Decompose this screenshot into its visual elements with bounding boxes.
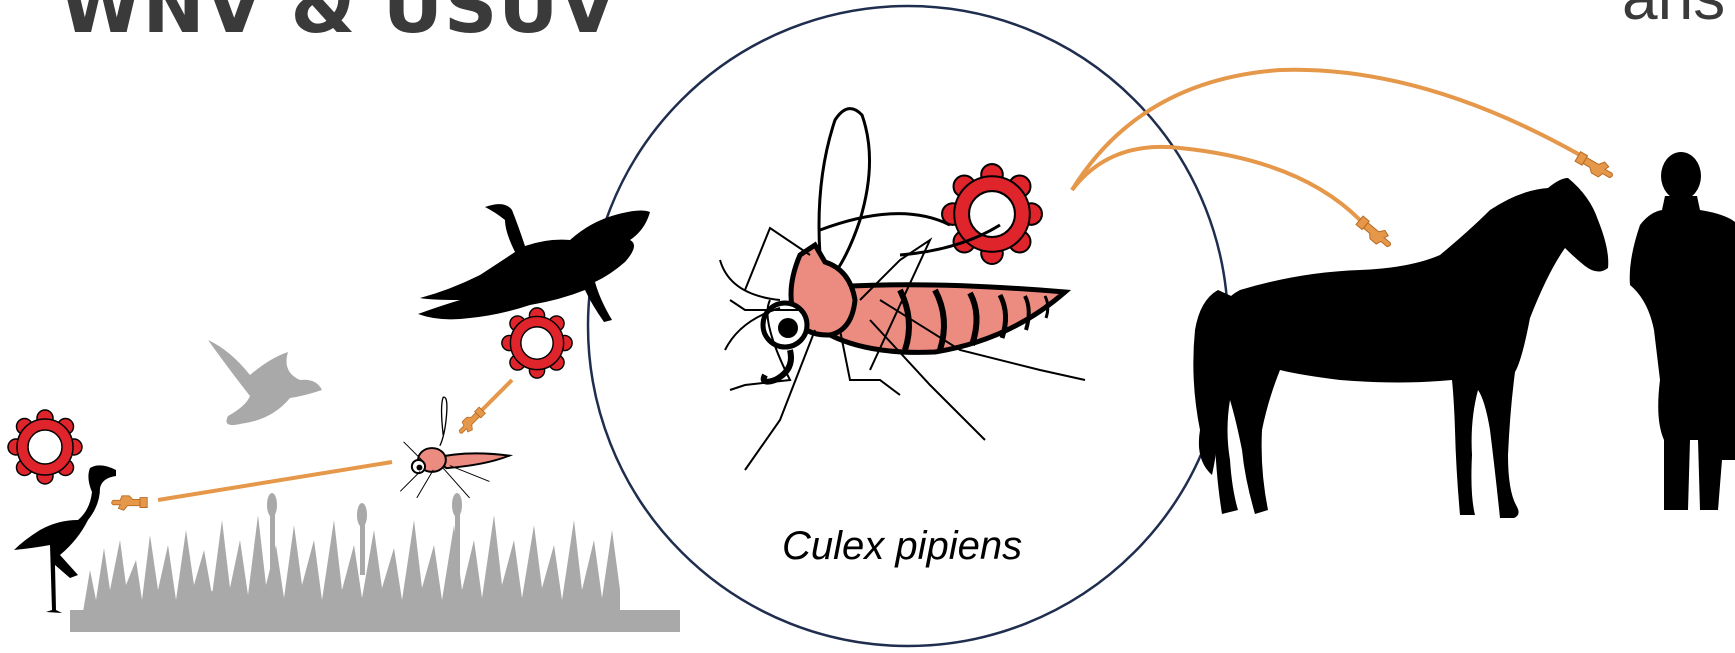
human-icon xyxy=(1630,152,1735,510)
horse-icon xyxy=(1205,178,1608,518)
arrow-mosquito-to-human xyxy=(1072,70,1580,190)
virus-gear-icon-left xyxy=(8,410,82,484)
mosquito-small-icon xyxy=(400,397,509,498)
virus-gear-icon-bird xyxy=(502,308,572,378)
pointing-hand-icon-horse xyxy=(1355,214,1396,252)
mosquito-large-icon xyxy=(720,109,1085,470)
virus-gear-icon-mosquito xyxy=(942,164,1042,264)
pointing-hand-icon-human xyxy=(1574,149,1616,183)
heron-flying-icon xyxy=(418,204,650,322)
species-label: Culex pipiens xyxy=(782,524,1022,569)
pointing-hand-icon-mosquito xyxy=(456,406,487,437)
grey-bird-icon xyxy=(208,340,322,425)
pointing-hand-icon-heron xyxy=(112,496,148,510)
arrow-mosquito-to-heron xyxy=(158,462,392,500)
arrow-mosquito-to-horse xyxy=(1072,147,1360,220)
wetland-reeds xyxy=(70,493,680,632)
arrow-bird-to-mosquito xyxy=(482,380,512,410)
